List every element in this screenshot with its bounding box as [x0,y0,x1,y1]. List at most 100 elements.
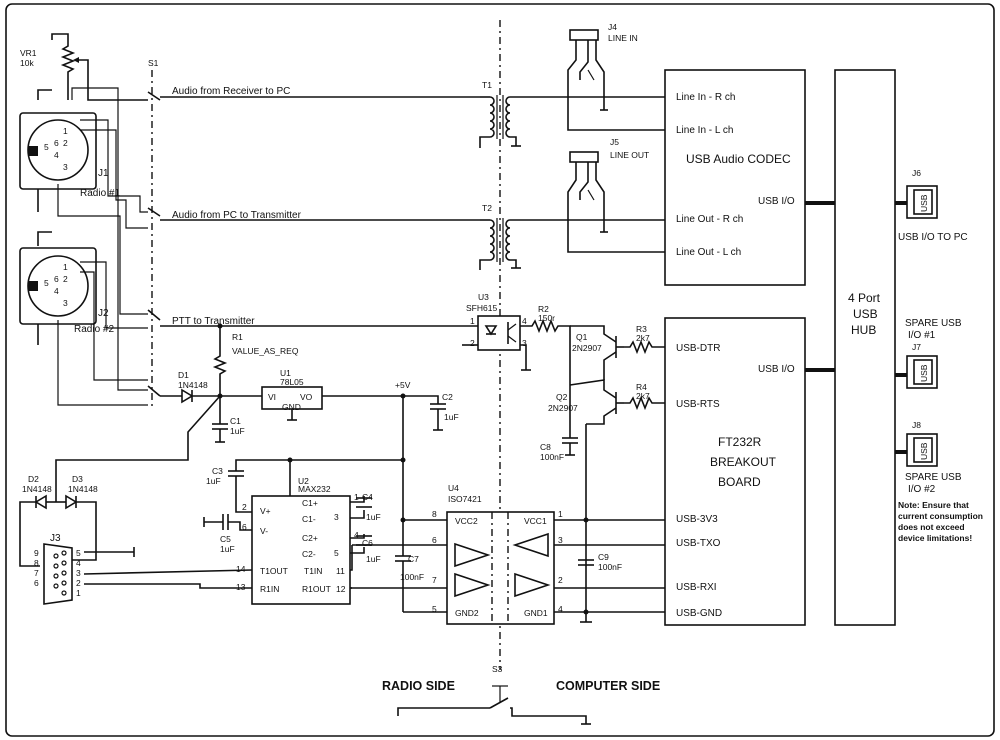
u3-pin-3: 3 [522,338,527,348]
j1-din-connector: 1 2 3 4 5 6 J1 Radio #1 [19,89,120,212]
ft232-pin-rxi: USB-RXI [676,582,717,593]
u2-pin-r1in: R1IN [260,584,279,594]
j3-pin-7: 7 [34,568,39,578]
codec-pin-line-out-r: Line Out - R ch [676,214,743,225]
u2-pin-t1out: T1OUT [260,566,288,576]
j1-pin-2: 2 [63,138,68,148]
c2-ref: C2 [442,392,453,402]
j8-usb-connector: J8 USB SPARE USB I/O #2 [905,420,962,495]
u2-pin-num-12: 12 [336,584,346,594]
j2-ref: J2 [98,308,109,319]
c3-ref: C3 [212,466,223,476]
d2-value: 1N4148 [22,484,52,494]
j8-desc-line2: I/O #2 [908,484,936,495]
t1-transformer: T1 [479,80,665,148]
u4-gnd1: GND1 [524,608,548,618]
u2-pin-r1out: R1OUT [302,584,331,594]
j3-pin-4: 4 [76,558,81,568]
u4-pin-3: 3 [558,535,563,545]
u2-pin-num-14: 14 [236,564,246,574]
note-line-1: Note: Ensure that [898,500,969,510]
u3-ref: U3 [478,292,489,302]
j3-pin-5: 5 [76,548,81,558]
c7-ref: C7 [408,554,419,564]
u4-vcc2: VCC2 [455,516,478,526]
c4-capacitor: C4 1uF [350,492,381,522]
c2-capacitor: C2 1uF [403,392,459,431]
j2-pin-3: 3 [63,298,68,308]
q2-ref: Q2 [556,392,568,402]
j1-pin-6: 6 [54,138,59,148]
ft232-title-line1: FT232R [718,435,762,449]
j7-ref: J7 [912,342,921,352]
r1-value: VALUE_AS_REQ [232,346,299,356]
u2-pin-num-4: 4 [354,530,359,540]
u1-pin-vi: VI [268,392,276,402]
u1-pin-gnd: GND [282,402,301,412]
j1-ref: J1 [98,168,109,179]
u4-pin-2: 2 [558,575,563,585]
u3-optocoupler: U3 SFH615 1 2 4 3 [462,292,531,371]
c6-value: 1uF [366,554,381,564]
u2-pin-vminus: V- [260,526,268,536]
u2-pin-num-5: 5 [334,548,339,558]
ptt-label: PTT to Transmitter [172,316,255,327]
j8-usb-text: USB [919,442,929,460]
j4-desc: LINE IN [608,33,638,43]
r4-resistor: R4 2k7 [624,382,665,411]
u4-pin-4: 4 [558,604,563,614]
j6-usb-connector: J6 USB USB I/O TO PC [898,168,968,243]
q1-ref: Q1 [576,332,588,342]
note-line-2: current consumption [898,511,983,521]
j3-db9-connector: J3 9 8 7 6 5 4 3 2 1 [34,533,81,605]
note-line-3: does not exceed [898,522,965,532]
note: Note: Ensure that current consumption do… [898,500,983,543]
radio-side-label: RADIO SIDE [382,679,455,693]
hub-line-1: 4 Port [848,291,881,305]
t2-transformer: T2 [479,203,665,270]
j3-ref: J3 [50,533,61,544]
j7-usb-connector: SPARE USB I/O #1 J7 USB [905,318,962,389]
u3-pin-2: 2 [470,338,475,348]
r2-value: 150r [538,313,555,323]
ft232-pin-gnd: USB-GND [676,608,722,619]
d3-value: 1N4148 [68,484,98,494]
j1-pin-1: 1 [63,126,68,136]
usb-audio-codec: USB Audio CODEC USB I/O Line In - R ch L… [664,69,806,286]
u4-pin-5: 5 [432,604,437,614]
q2-transistor: Q2 2N2907 [548,379,624,425]
u2-pin-c2p: C2+ [302,533,318,543]
j1-pin-3: 3 [63,162,68,172]
c6-ref: C6 [362,538,373,548]
j1-pin-5: 5 [44,142,49,152]
u2-pin-num-1: 1 [354,492,359,502]
t1-ref: T1 [482,80,492,90]
u1-regulator: U1 78L05 VI VO GND [261,368,323,421]
codec-pin-line-out-l: Line Out - L ch [676,247,741,258]
codec-pin-line-in-r: Line In - R ch [676,92,735,103]
codec-usb-io: USB I/O [758,196,795,207]
u1-value: 78L05 [280,377,304,387]
r3-resistor: R3 2k7 [624,324,665,355]
c8-ref: C8 [540,442,551,452]
u4-pin-1: 1 [558,509,563,519]
ft232-pin-rts: USB-RTS [676,399,720,410]
u4-pin-8: 8 [432,509,437,519]
j4-line-in-jack: J4 LINE IN [567,22,665,131]
u2-pin-num-13: 13 [236,582,246,592]
c7-value: 100nF [400,572,424,582]
j8-ref: J8 [912,420,921,430]
c7-capacitor: C7 100nF [395,554,424,612]
ft232-title-line3: BOARD [718,475,761,489]
u2-pin-c2m: C2- [302,549,316,559]
t2-ref: T2 [482,203,492,213]
u2-pin-vplus: V+ [260,506,271,516]
hub-line-2: USB [853,307,878,321]
r1-resistor: R1 VALUE_AS_REQ [212,323,299,396]
j5-line-out-jack: J5 LINE OUT [567,137,665,253]
j2-pin-5: 5 [44,278,49,288]
j2-pin-4: 4 [54,286,59,296]
u3-value: SFH615 [466,303,497,313]
j3-pin-2: 2 [76,578,81,588]
